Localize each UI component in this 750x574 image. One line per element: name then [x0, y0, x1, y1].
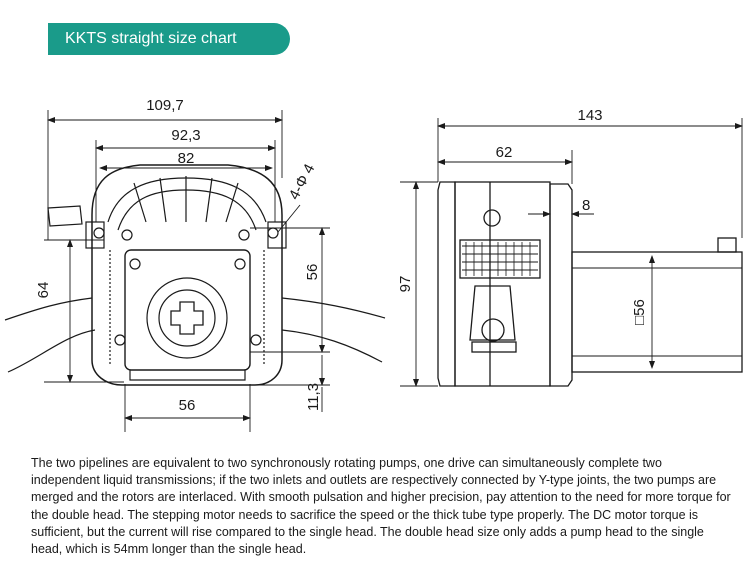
tube-right-bottom [281, 329, 383, 363]
side-view [437, 181, 743, 387]
tube-right-top [281, 297, 386, 319]
chart-title: KKTS straight size chart [65, 30, 237, 47]
technical-drawing: 109,7 92,3 82 4-Φ 4 64 56 56 11,3 [4, 97, 743, 432]
chart-title-banner: KKTS straight size chart [48, 23, 290, 55]
dim-total-length: 143 [577, 107, 602, 124]
plate-screw-tr [234, 258, 246, 270]
dim-width-body: 82 [178, 150, 195, 167]
plate-screw-br [250, 334, 262, 346]
side-pump-head [454, 181, 551, 387]
plate-screw-bl [114, 334, 126, 346]
housing-base [129, 370, 246, 381]
dim-width-mount: 92,3 [171, 127, 200, 144]
dim-hole-spec: 4-Φ 4 [286, 161, 319, 202]
dim-flange: 8 [582, 197, 590, 214]
side-tube-fitting [469, 285, 516, 341]
side-fitting-base [471, 341, 517, 353]
side-tube-channel [459, 239, 541, 279]
side-dimensions [400, 118, 743, 387]
dim-height: 97 [397, 276, 414, 293]
dim-bottom-width: 56 [179, 397, 196, 414]
dim-motor-square: □56 [631, 299, 648, 325]
front-dimensions [44, 110, 330, 432]
tube-left-top [4, 297, 93, 321]
side-fitting-ring [481, 318, 505, 342]
dim-bottom-offset: 11,3 [305, 383, 322, 411]
side-front-flange [437, 181, 456, 387]
motor-plate [124, 249, 251, 371]
dim-height-right: 56 [304, 264, 321, 281]
side-screw-top [483, 209, 501, 227]
side-tube-ridges [462, 245, 538, 271]
mount-hole-right-inner [238, 229, 250, 241]
dim-width-overall: 109,7 [146, 97, 184, 114]
mount-holes [93, 227, 279, 346]
rotor-inner [158, 289, 216, 347]
inner-frame [109, 250, 265, 365]
dim-head-length: 62 [496, 144, 513, 161]
side-tube-teeth [465, 242, 531, 276]
housing-arch-inner [117, 189, 257, 231]
rotor-outer [146, 277, 228, 359]
tube-left-bottom [7, 329, 96, 373]
housing-ribs [133, 176, 239, 223]
side-motor-body [571, 251, 743, 373]
rotor-cross [170, 301, 204, 335]
mount-hole-left-outer [93, 227, 105, 239]
side-rear-flange [549, 183, 573, 387]
side-motor-connector [717, 237, 737, 253]
mount-hole-left-inner [121, 229, 133, 241]
tube-clamp [47, 205, 83, 227]
plate-screw-tl [129, 258, 141, 270]
description-text: The two pipelines are equivalent to two … [31, 456, 731, 557]
housing-arch-outer [107, 177, 267, 223]
mount-hole-right-outer [267, 227, 279, 239]
dim-height-left: 64 [35, 282, 52, 299]
